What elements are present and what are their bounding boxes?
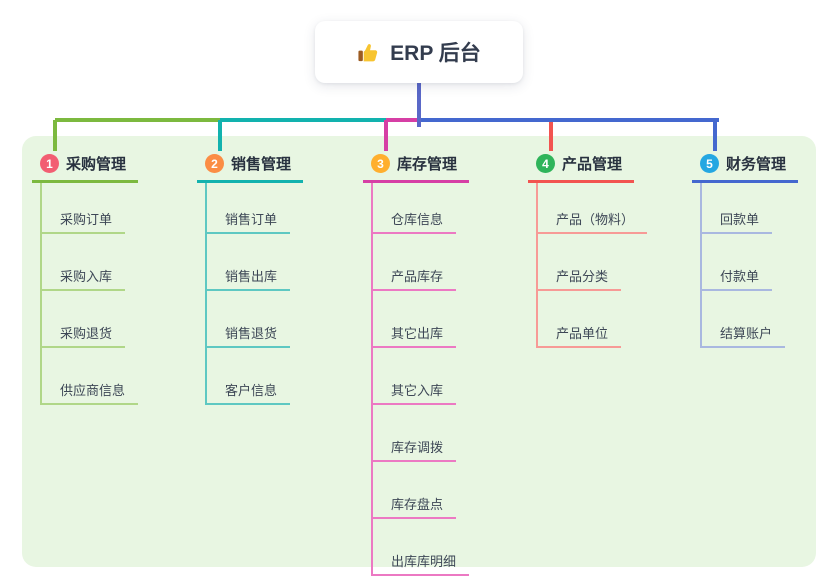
child-node[interactable]: 供应商信息 (42, 348, 139, 405)
branch-children: 仓库信息产品库存其它出库其它入库库存调拨库存盘点出库库明细 (371, 183, 470, 576)
branch-4: 4 产品管理 产品（物料）产品分类产品单位 (528, 150, 648, 348)
branch-header[interactable]: 5 财务管理 (692, 150, 799, 183)
connector-line (218, 120, 222, 151)
child-node[interactable]: 库存调拨 (373, 405, 457, 462)
connector-line (53, 120, 57, 151)
branch-children: 采购订单采购入库采购退货供应商信息 (40, 183, 139, 405)
branch-number-badge: 5 (700, 154, 719, 173)
child-node[interactable]: 其它出库 (373, 291, 457, 348)
child-node[interactable]: 产品单位 (538, 291, 622, 348)
connector-line (386, 118, 423, 122)
connector-line (549, 120, 553, 151)
branch-label: 库存管理 (397, 156, 458, 173)
branch-3: 3 库存管理 仓库信息产品库存其它出库其它入库库存调拨库存盘点出库库明细 (363, 150, 470, 576)
branch-label: 采购管理 (66, 156, 127, 173)
branch-header[interactable]: 4 产品管理 (528, 150, 635, 183)
thumbs-up-icon (357, 41, 380, 64)
child-node[interactable]: 回款单 (702, 183, 773, 234)
branch-2: 2 销售管理 销售订单销售出库销售退货客户信息 (197, 150, 304, 405)
branch-number-badge: 1 (40, 154, 59, 173)
child-node[interactable]: 销售订单 (207, 183, 291, 234)
connector-line (419, 118, 719, 122)
child-node[interactable]: 产品（物料） (538, 183, 648, 234)
child-node[interactable]: 采购退货 (42, 291, 126, 348)
branch-1: 1 采购管理 采购订单采购入库采购退货供应商信息 (32, 150, 139, 405)
connector-line (713, 120, 717, 151)
child-node[interactable]: 付款单 (702, 234, 773, 291)
branch-children: 产品（物料）产品分类产品单位 (536, 183, 648, 348)
branch-children: 回款单付款单结算账户 (700, 183, 786, 348)
child-node[interactable]: 产品分类 (538, 234, 622, 291)
branch-number-badge: 2 (205, 154, 224, 173)
branch-5: 5 财务管理 回款单付款单结算账户 (692, 150, 799, 348)
branch-number-badge: 4 (536, 154, 555, 173)
mindmap-panel (22, 136, 816, 567)
child-node[interactable]: 客户信息 (207, 348, 291, 405)
child-node[interactable]: 仓库信息 (373, 183, 457, 234)
root-stem-line (417, 83, 421, 127)
branch-header[interactable]: 1 采购管理 (32, 150, 139, 183)
connector-line (220, 118, 423, 122)
branch-header[interactable]: 2 销售管理 (197, 150, 304, 183)
root-title: ERP 后台 (390, 42, 481, 65)
branch-label: 销售管理 (231, 156, 292, 173)
connector-line (384, 120, 388, 151)
branch-label: 财务管理 (726, 156, 787, 173)
branch-label: 产品管理 (562, 156, 623, 173)
branch-header[interactable]: 3 库存管理 (363, 150, 470, 183)
child-node[interactable]: 销售出库 (207, 234, 291, 291)
child-node[interactable]: 其它入库 (373, 348, 457, 405)
child-node[interactable]: 库存盘点 (373, 462, 457, 519)
root-node[interactable]: ERP 后台 (315, 21, 523, 83)
branch-children: 销售订单销售出库销售退货客户信息 (205, 183, 291, 405)
child-node[interactable]: 销售退货 (207, 291, 291, 348)
child-node[interactable]: 产品库存 (373, 234, 457, 291)
child-node[interactable]: 结算账户 (702, 291, 786, 348)
child-node[interactable]: 采购订单 (42, 183, 126, 234)
branch-number-badge: 3 (371, 154, 390, 173)
child-node[interactable]: 采购入库 (42, 234, 126, 291)
child-node[interactable]: 出库库明细 (373, 519, 470, 576)
